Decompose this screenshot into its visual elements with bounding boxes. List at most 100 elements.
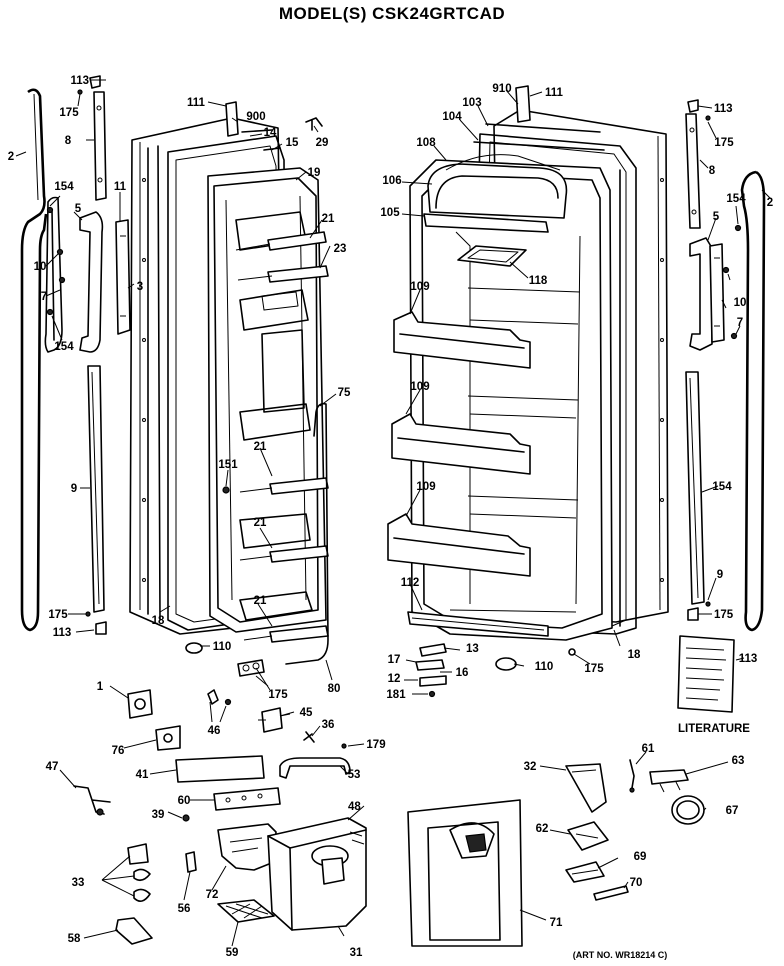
callout-label: 154	[726, 193, 746, 205]
callout-label: 10	[734, 297, 747, 309]
right-trim-strip-9	[685, 371, 705, 605]
callout-label: 33	[72, 877, 85, 889]
right-handle-grip-7	[709, 243, 725, 343]
callout-label: 118	[529, 275, 548, 287]
callout-label: 105	[380, 207, 400, 219]
fresh-food-small-parts	[415, 643, 576, 698]
callout-label: 7	[737, 317, 743, 329]
callout-label: 113	[53, 627, 72, 639]
freezer-door-liner	[207, 167, 327, 633]
callout-label: 13	[466, 643, 479, 655]
dairy-shelf-105	[423, 213, 549, 233]
callout-label: 175	[714, 609, 734, 621]
callout-label: 106	[382, 175, 401, 187]
callout-label: 46	[208, 725, 221, 737]
callout-label: 45	[300, 707, 313, 719]
callout-label: 36	[322, 719, 335, 731]
left-handle-assembly	[44, 196, 63, 353]
callout-label: 175	[59, 107, 79, 119]
callout-label: 9	[71, 483, 77, 495]
callout-label: 60	[178, 795, 191, 807]
callout-label: 3	[137, 281, 143, 293]
callout-label: 75	[338, 387, 351, 399]
dispenser-container-32	[267, 817, 367, 931]
callout-label: 5	[713, 211, 720, 223]
callout-label: 154	[54, 341, 74, 353]
callout-label: 10	[34, 261, 47, 273]
callout-label: 70	[630, 877, 643, 889]
callout-label: 175	[714, 137, 734, 149]
left-trim-strip-9	[87, 365, 105, 613]
callout-label: 31	[350, 947, 363, 959]
callout-label: 21	[322, 213, 335, 225]
callout-label: 2	[8, 151, 14, 163]
callout-label: 181	[386, 689, 406, 701]
dispenser-housing-54	[407, 799, 523, 947]
callout-label: 47	[46, 761, 59, 773]
bottom-trim-112	[407, 611, 549, 637]
callout-label: 154	[54, 181, 74, 193]
callout-label: 151	[218, 459, 238, 471]
callout-label: 14	[264, 127, 277, 139]
freezer-tube-75	[285, 402, 329, 665]
right-handle-5	[689, 237, 713, 351]
callout-label: 19	[308, 167, 321, 179]
door-bin-109-middle	[391, 413, 531, 475]
callout-label: 910	[492, 83, 511, 95]
callout-label: 76	[112, 745, 125, 757]
right-door-gasket-strip	[740, 170, 766, 632]
small-shelf-118	[457, 245, 527, 267]
callout-label: 110	[213, 641, 232, 653]
door-bin-109-top	[393, 311, 531, 369]
callout-label: 41	[136, 769, 149, 781]
callout-label: 56	[178, 903, 191, 915]
callout-label: 113	[70, 75, 89, 87]
callout-label: 1	[97, 681, 104, 693]
left-handle-bracket-11	[115, 219, 131, 335]
callout-label: 9	[717, 569, 723, 581]
callout-label: 63	[732, 755, 745, 767]
callout-label: 175	[48, 609, 68, 621]
callout-label: 67	[726, 805, 739, 817]
callout-label: 61	[642, 743, 655, 755]
callout-label: 21	[254, 595, 267, 607]
freezer-door-top-parts	[225, 101, 323, 151]
callout-label: 179	[366, 739, 385, 751]
callout-label: 8	[709, 165, 716, 177]
callout-label: 175	[268, 689, 288, 701]
callout-label: 109	[416, 481, 435, 493]
left-door-gasket-strip	[20, 88, 48, 632]
callout-label: 5	[75, 203, 82, 215]
callout-label: 110	[535, 661, 554, 673]
callout-label: 48	[348, 801, 361, 813]
callout-label: 32	[524, 761, 537, 773]
art-number: (ART NO. WR18214 C)	[573, 950, 668, 960]
page-title: MODEL(S) CSK24GRTCAD	[278, 4, 506, 23]
callout-label: 39	[152, 809, 165, 821]
callout-label: 109	[410, 381, 429, 393]
callout-label: 59	[226, 947, 239, 959]
literature-label: LITERATURE	[678, 723, 750, 735]
callout-label: 62	[536, 823, 549, 835]
callout-label: 8	[65, 135, 72, 147]
callout-label: 69	[634, 851, 647, 863]
callout-label: 29	[316, 137, 329, 149]
callout-label: 103	[462, 97, 481, 109]
callout-label: 21	[254, 517, 267, 529]
callout-label: 80	[328, 683, 341, 695]
callout-label: 109	[410, 281, 429, 293]
dispenser-right-parts	[565, 759, 705, 901]
callout-label: 16	[456, 667, 469, 679]
small-hardware-right	[687, 99, 742, 621]
door-bin-109-bottom	[387, 513, 531, 577]
callout-label: 72	[206, 889, 219, 901]
callout-label: 108	[416, 137, 436, 149]
callout-label: 154	[712, 481, 732, 493]
callout-label: 15	[286, 137, 299, 149]
left-trim-strip-8	[93, 91, 107, 201]
callout-label: 53	[348, 769, 361, 781]
callout-label: 23	[334, 243, 347, 255]
callout-label: 11	[114, 181, 127, 193]
callout-label: 7	[41, 291, 47, 303]
